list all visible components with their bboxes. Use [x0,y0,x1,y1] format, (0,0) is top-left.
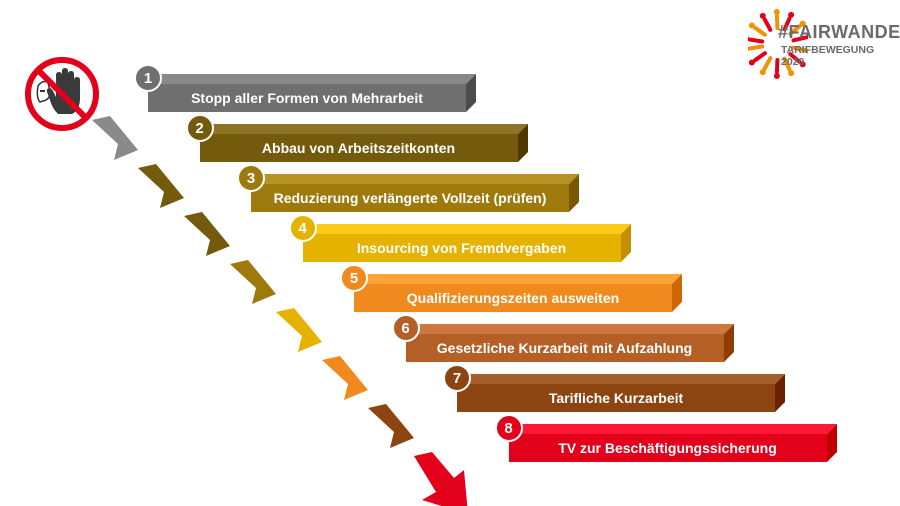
logo-subtitle: TARIFBEWEGUNG 2020 [781,44,875,68]
arrow-segment [184,212,230,256]
step-7: Tarifliche Kurzarbeit 7 [443,364,787,412]
step-number-badge: 3 [237,164,265,192]
step-6: Gesetzliche Kurzarbeit mit Aufzahlung 6 [391,314,736,362]
step-label: Insourcing von Fremdvergaben [356,240,567,256]
step-8: TV zur Beschäftigungssicherung 8 [494,414,839,462]
step-number-badge: 4 [288,214,317,242]
step-label: TV zur Beschäftigungssicherung [558,440,777,456]
arrow-segment [368,404,414,448]
step-label: Tarifliche Kurzarbeit [548,390,684,406]
step-number-badge: 1 [134,64,162,92]
step-label: Gesetzliche Kurzarbeit mit Aufzahlung [436,340,693,356]
arrow-segment [414,452,468,506]
arrow-segment [230,260,276,304]
step-4: Insourcing von Fremdvergaben 4 [288,214,633,262]
arrow-segment [276,308,322,352]
step-label: Abbau von Arbeitszeitkonten [261,140,456,156]
step-5: Qualifizierungszeiten ausweiten 5 [340,264,684,312]
step-number-badge: 2 [185,114,214,142]
arrow-segment [322,356,368,400]
step-bar [302,224,631,262]
step-bar [148,74,476,112]
step-number-badge: 5 [340,264,368,292]
step-number-badge: 7 [443,364,471,392]
figures-burst-icon [748,9,808,79]
stop-hand-sign-icon [24,56,100,137]
step-bar [508,424,837,462]
step-label: Reduzierung verlängerte Vollzeit (prüfen… [273,190,547,206]
step-label: Stopp aller Formen von Mehrarbeit [191,90,423,106]
step-bar [405,324,734,362]
step-2: Abbau von Arbeitszeitkonten 2 [185,114,530,162]
step-bar [457,374,785,412]
logo-title: #FAIRWANDEL [778,22,900,42]
arrow-segment [138,164,184,208]
step-label: Qualifizierungszeiten ausweiten [406,290,620,306]
step-bar [354,274,682,312]
step-bar [199,124,528,162]
arrow-segment [92,116,138,160]
step-bar [251,174,579,212]
fairwandel-logo: #FAIRWANDEL TARIFBEWEGUNG 2020 [748,4,900,84]
step-number-badge: 8 [494,414,523,442]
step-1: Stopp aller Formen von Mehrarbeit 1 [134,64,478,112]
step-3: Reduzierung verlängerte Vollzeit (prüfen… [237,164,581,212]
step-number-badge: 6 [391,314,420,342]
